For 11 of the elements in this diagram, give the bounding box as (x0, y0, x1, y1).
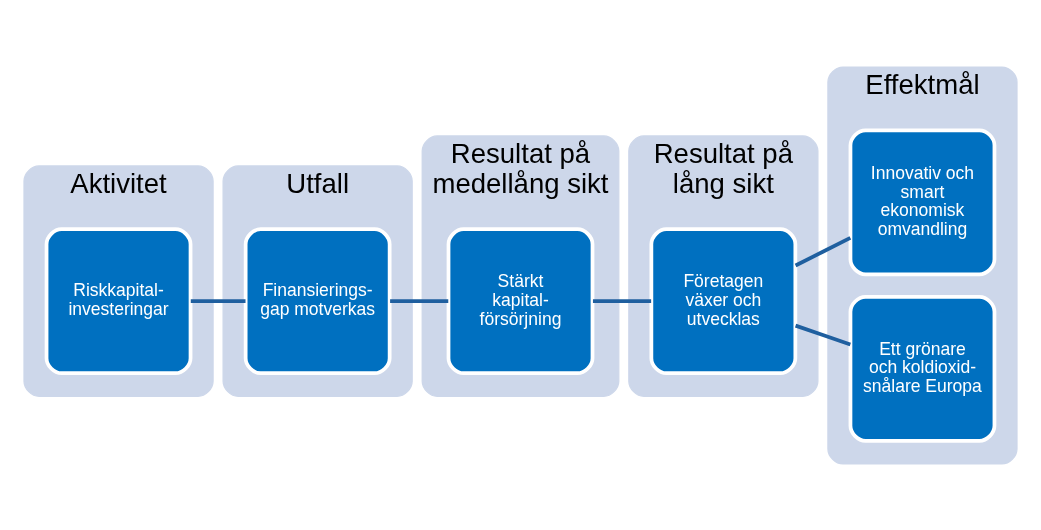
connector (794, 323, 851, 346)
node-box: Företagen växer och utvecklas (649, 226, 798, 375)
node-box: Finansierings- gap motverkas (243, 226, 392, 375)
node-box: Ett grönare och koldioxid- snålare Europa (848, 294, 997, 443)
connector (794, 235, 852, 267)
connector (190, 298, 246, 303)
node-box: Innovativ och smart ekonomisk omvandling (848, 127, 997, 276)
connector (390, 298, 449, 303)
node-box: Stärkt kapital- försörjning (446, 226, 595, 375)
connector (592, 298, 652, 303)
node-box: Riskkapital- investeringar (44, 226, 193, 375)
